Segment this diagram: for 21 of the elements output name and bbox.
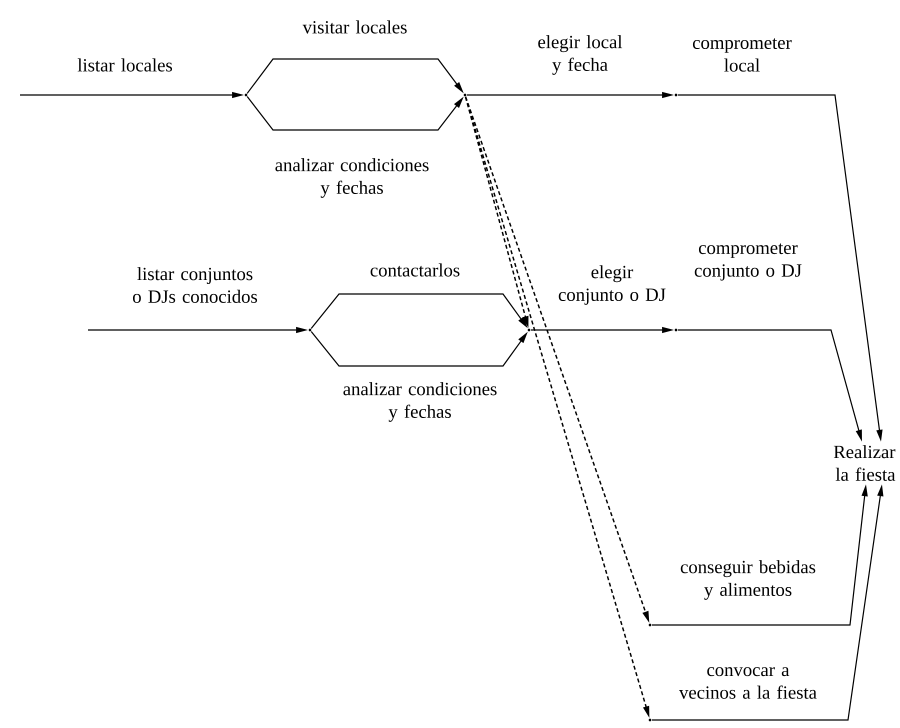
event-label: Realizar la fiesta <box>834 445 896 481</box>
junction-point <box>464 94 466 96</box>
edge-label: elegir conjunto o DJ <box>558 265 666 305</box>
junction-point <box>528 328 530 332</box>
edge-label: comprometer conjunto o DJ <box>694 243 802 281</box>
junction-point <box>674 328 678 332</box>
edge-label: convocar a vecinos a la fiesta <box>679 667 817 699</box>
junction-point <box>674 94 678 96</box>
edge-label: contactarlos <box>370 263 460 277</box>
edge-label: analizar condiciones y fechas <box>343 382 497 422</box>
junction-point <box>648 624 652 626</box>
edge-label: listar conjuntos o DJs conocidos <box>132 267 258 303</box>
edge-label: listar locales <box>78 58 172 72</box>
junction-point <box>308 328 312 332</box>
edge-label: elegir local y fecha <box>538 35 622 75</box>
junction-point <box>244 94 248 96</box>
edge-label: analizar condiciones y fechas <box>275 158 429 198</box>
edge-label: visitar locales <box>302 20 407 34</box>
edge-label: conseguir bebidas y alimentos <box>680 560 816 600</box>
edge-label: comprometer local <box>692 38 792 72</box>
junction-point <box>648 718 652 722</box>
